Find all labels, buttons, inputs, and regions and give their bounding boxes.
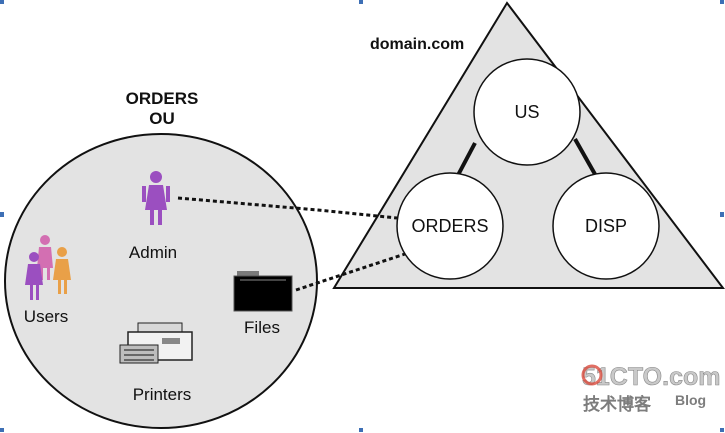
printer-icon xyxy=(119,322,193,364)
tree-node-orders[interactable]: ORDERS xyxy=(396,172,504,280)
handle-mid-right[interactable] xyxy=(720,212,724,217)
tree-node-us[interactable]: US xyxy=(473,58,581,166)
ou-title-line2: OU xyxy=(149,109,175,128)
tree-node-disp[interactable]: DISP xyxy=(552,172,660,280)
users-label: Users xyxy=(24,307,68,326)
watermark-chinese: 技术博客 xyxy=(583,394,652,415)
tree-node-orders-circle xyxy=(396,172,504,280)
tree-edge-us-orders xyxy=(455,142,477,178)
admin-person-icon xyxy=(142,171,170,225)
tree-node-disp-circle xyxy=(552,172,660,280)
watermark: 51CTO.com 技术博客 Blog xyxy=(581,363,721,415)
ou-title-line1: ORDERS xyxy=(126,89,199,108)
handle-top-mid[interactable] xyxy=(359,0,363,4)
users-group-icon xyxy=(25,235,71,300)
tree-node-us-label: US xyxy=(514,102,539,122)
handle-mid-left[interactable] xyxy=(0,212,4,217)
link-files-orders xyxy=(295,252,406,292)
admin-label: Admin xyxy=(129,243,177,262)
tree-node-orders-label: ORDERS xyxy=(411,216,488,236)
handle-top-left[interactable] xyxy=(0,0,4,4)
handle-bottom-right[interactable] xyxy=(720,428,724,432)
printers-label: Printers xyxy=(133,385,192,404)
folder-icon xyxy=(233,271,293,312)
ou-circle xyxy=(4,133,318,429)
watermark-site: 51CTO.com xyxy=(582,363,720,391)
handle-bottom-mid[interactable] xyxy=(359,428,363,432)
handle-bottom-left[interactable] xyxy=(0,428,4,432)
link-admin-orders xyxy=(177,196,398,220)
tree-edge-us-disp xyxy=(573,138,598,177)
tree-node-us-circle xyxy=(473,58,581,166)
watermark-blog: Blog xyxy=(675,392,706,408)
domain-label: domain.com xyxy=(370,36,464,53)
watermark-swoosh xyxy=(581,364,603,386)
tree-node-disp-label: DISP xyxy=(585,216,627,236)
handle-top-right[interactable] xyxy=(720,0,724,4)
files-label: Files xyxy=(244,318,280,337)
